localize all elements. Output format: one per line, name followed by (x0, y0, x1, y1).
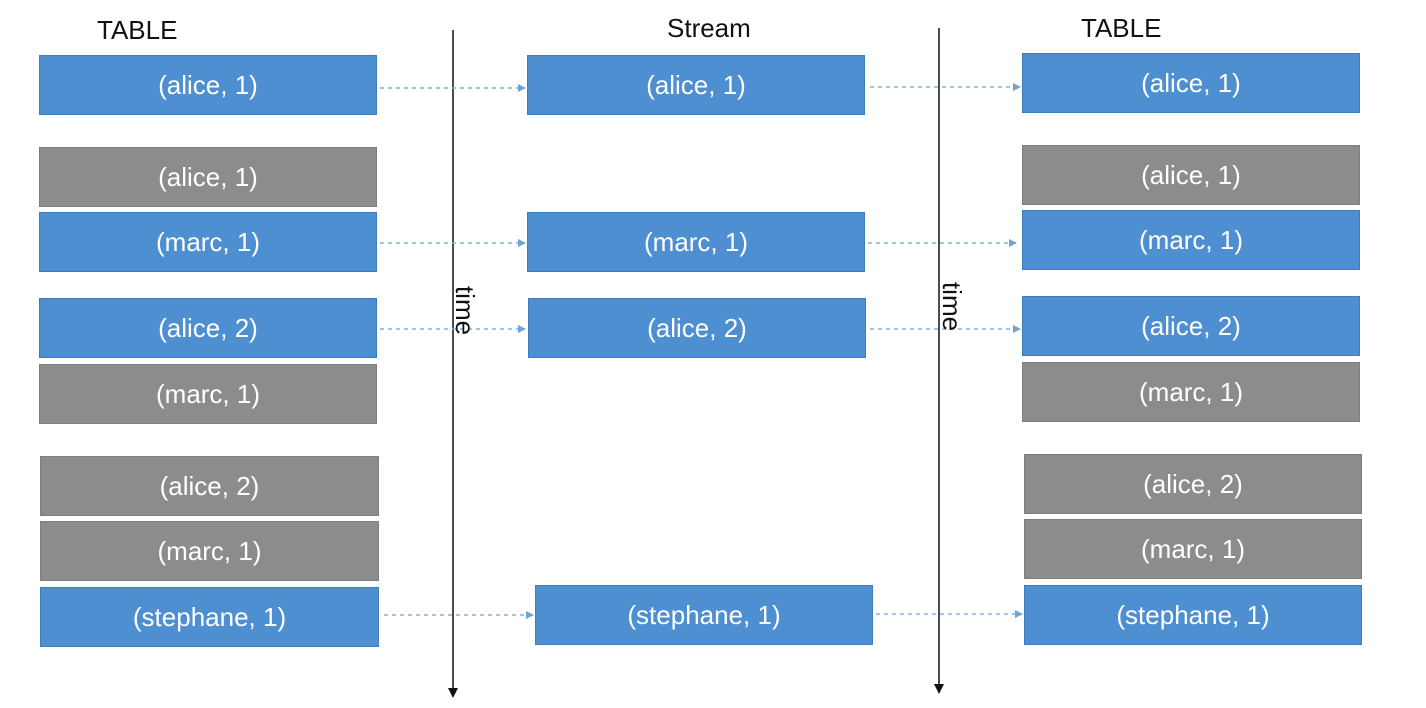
left-table-record: (alice, 2) (39, 298, 377, 358)
right-table-record: (marc, 1) (1022, 362, 1360, 422)
time-label-right: time (937, 281, 968, 332)
right-table-header: TABLE (1081, 13, 1162, 43)
right-table-record: (alice, 1) (1022, 145, 1360, 205)
right-table-record: (marc, 1) (1022, 210, 1360, 270)
right-table-record: (stephane, 1) (1024, 585, 1362, 645)
left-table-record: (alice, 2) (40, 456, 379, 516)
left-table-record: (alice, 1) (39, 55, 377, 115)
right-table-record: (alice, 2) (1024, 454, 1362, 514)
left-table-record: (marc, 1) (40, 521, 379, 581)
stream-record: (marc, 1) (527, 212, 865, 272)
time-label-left: time (450, 285, 481, 336)
left-table-header: TABLE (97, 15, 178, 45)
right-table-record: (alice, 2) (1022, 296, 1360, 356)
left-table-record: (marc, 1) (39, 364, 377, 424)
left-table-record: (marc, 1) (39, 212, 377, 272)
left-table-record: (stephane, 1) (40, 587, 379, 647)
stream-record: (alice, 1) (527, 55, 865, 115)
time-axis-right-arrowhead (934, 684, 944, 694)
right-table-record: (marc, 1) (1024, 519, 1362, 579)
stream-header: Stream (667, 13, 751, 43)
left-table-record: (alice, 1) (39, 147, 377, 207)
time-axis-left-arrowhead (448, 688, 458, 698)
right-table-record: (alice, 1) (1022, 53, 1360, 113)
stream-record: (stephane, 1) (535, 585, 873, 645)
stream-record: (alice, 2) (528, 298, 866, 358)
